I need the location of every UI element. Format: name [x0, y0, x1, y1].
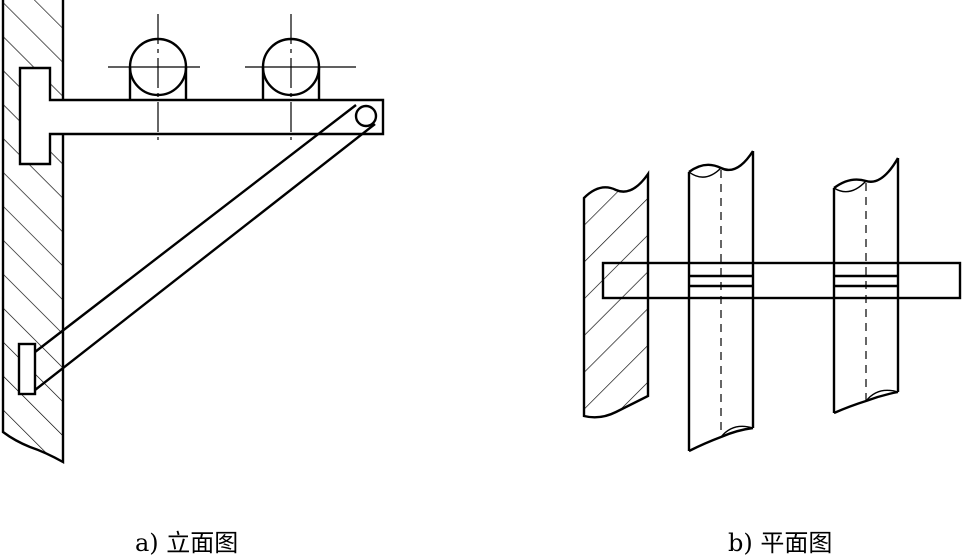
upper-anchor-plate	[18, 66, 385, 166]
wall-outline	[1, 0, 65, 465]
plan-view	[582, 150, 962, 453]
center-lines	[108, 14, 356, 140]
plan-bracket-arm	[601, 261, 962, 300]
diagonal-brace	[34, 104, 376, 391]
pipe-1-plan	[687, 150, 755, 453]
plan-caption: b) 平面图	[728, 529, 833, 557]
plan-wall-section	[584, 174, 648, 418]
lower-anchor-plate	[17, 342, 37, 396]
elevation-caption: a) 立面图	[135, 529, 239, 557]
pivot-pin	[354, 104, 378, 128]
elevation-view	[1, 0, 385, 465]
pipe-2-clamp	[834, 274, 898, 288]
plan-wall-outline	[582, 170, 650, 419]
pipe-1-clamp	[689, 274, 753, 288]
